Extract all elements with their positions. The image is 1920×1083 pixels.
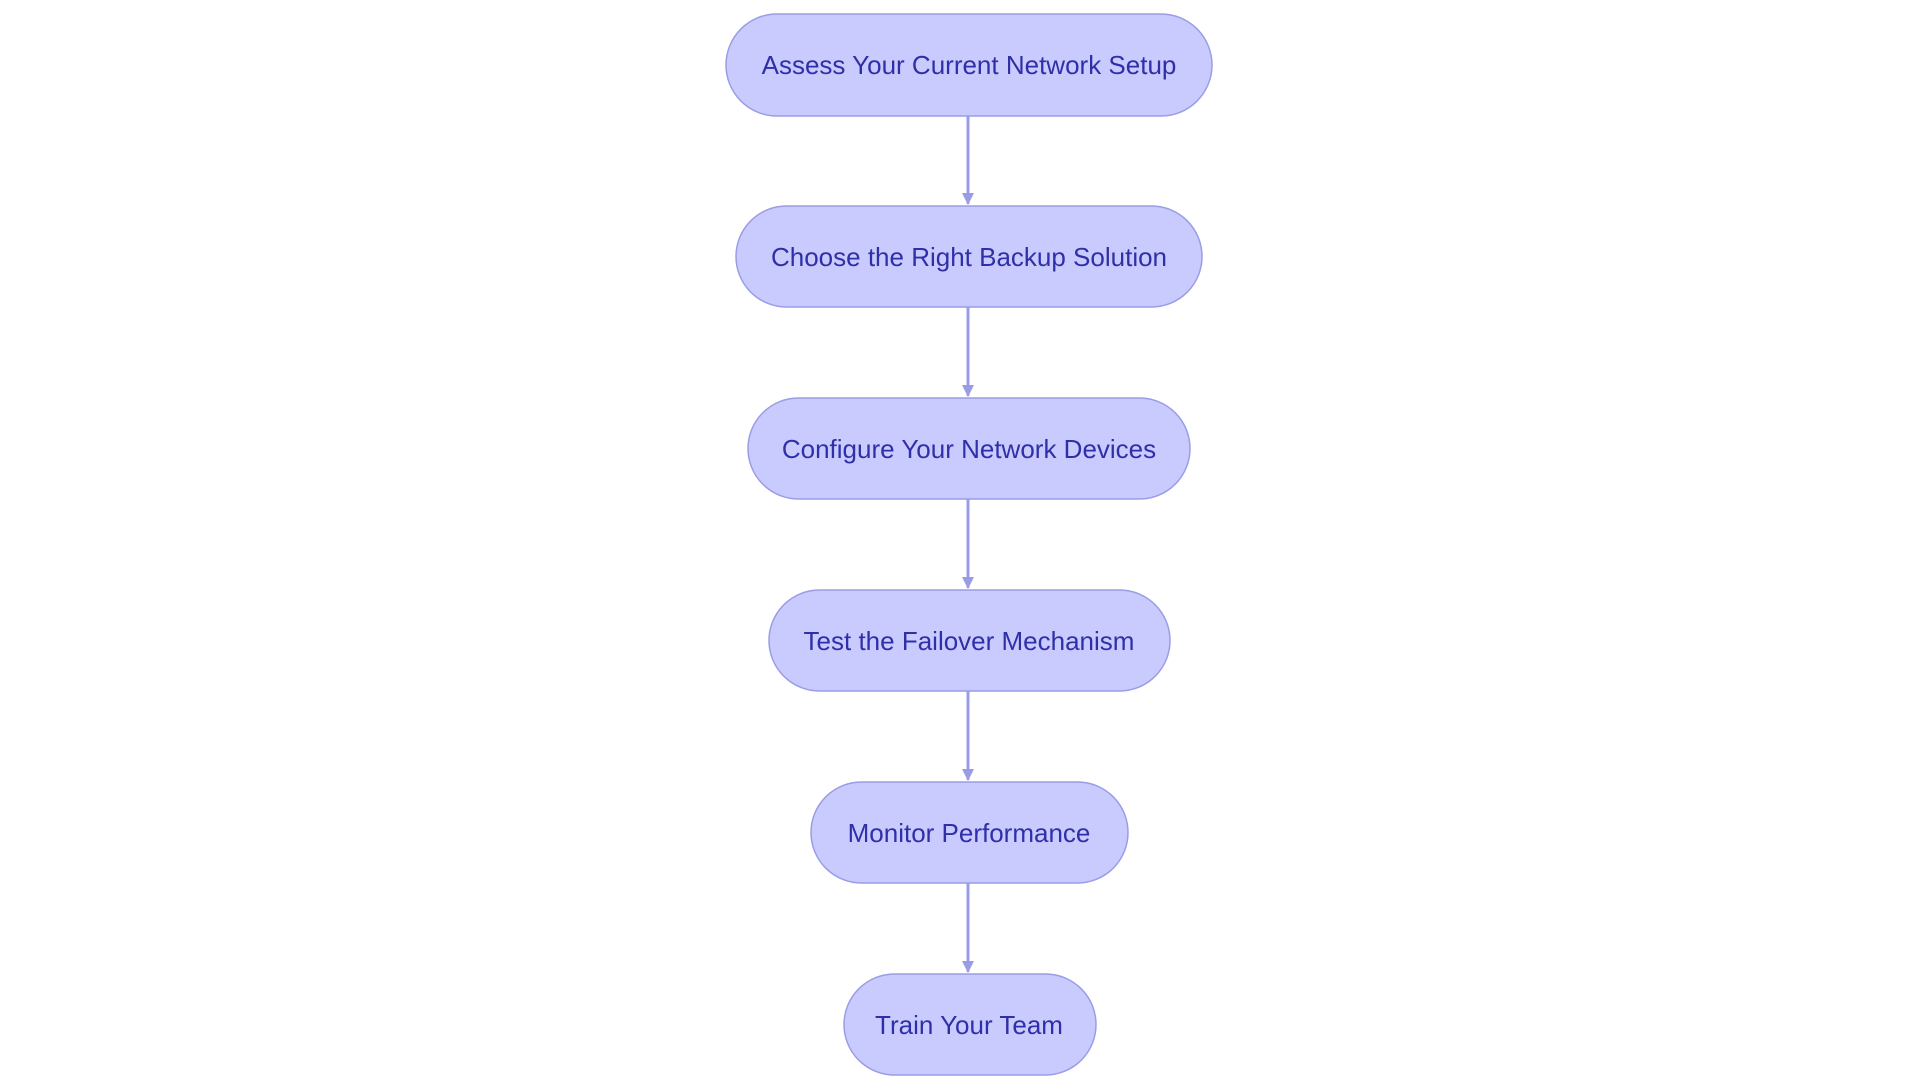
step-node-3-shape: [747, 397, 1191, 500]
step-node-1-shape: [725, 13, 1213, 117]
step-node-5-shape: [810, 781, 1129, 884]
step-node-4-shape: [768, 589, 1171, 692]
step-node-4: Test the Failover Mechanism: [768, 589, 1171, 692]
step-node-5: Monitor Performance: [810, 781, 1129, 884]
step-label-5: Monitor Performance: [848, 818, 1091, 848]
step-label-3: Configure Your Network Devices: [782, 434, 1156, 464]
step-node-2: Choose the Right Backup Solution: [735, 205, 1203, 308]
step-node-1: Assess Your Current Network Setup: [725, 13, 1213, 117]
step-node-2-shape: [735, 205, 1203, 308]
step-node-3: Configure Your Network Devices: [747, 397, 1191, 500]
step-node-6: Train Your Team: [843, 973, 1097, 1076]
step-node-6-shape: [843, 973, 1097, 1076]
step-label-4: Test the Failover Mechanism: [804, 626, 1135, 656]
flow-nodes: Assess Your Current Network Setup Choose…: [725, 13, 1213, 1076]
step-label-2: Choose the Right Backup Solution: [771, 242, 1167, 272]
step-label-6: Train Your Team: [875, 1010, 1063, 1040]
step-label-1: Assess Your Current Network Setup: [762, 50, 1177, 80]
